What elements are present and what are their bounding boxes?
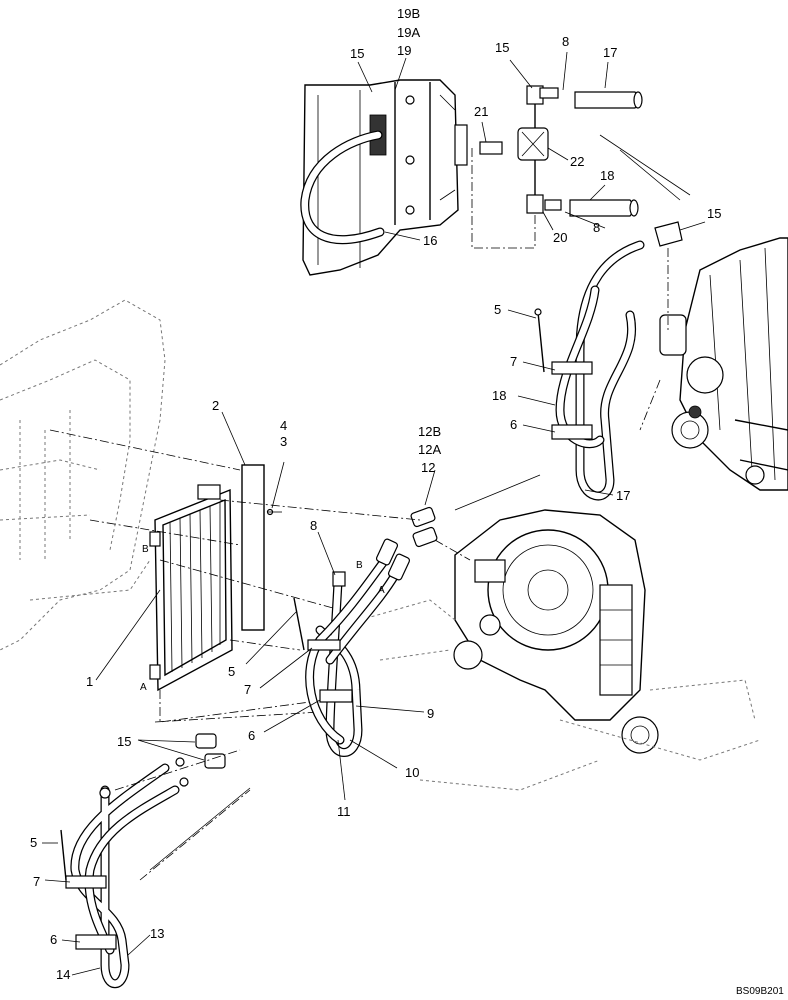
callout-15-top-left: 15	[350, 46, 364, 61]
callout-20: 20	[553, 230, 567, 245]
callout-12b: 12B	[418, 424, 441, 439]
callout-7-center: 7	[244, 682, 251, 697]
callout-17-top: 17	[603, 45, 617, 60]
axle-assembly-right	[659, 237, 788, 491]
callout-15-right: 15	[707, 206, 721, 221]
port-marks: B A B A	[140, 544, 385, 693]
callout-19: 19	[397, 43, 411, 58]
callout-labels: 19B 19A 19 15 15 8 17 21 22 18 15 20 8 1…	[30, 6, 721, 982]
callout-13: 13	[150, 926, 164, 941]
callout-5-right: 5	[494, 302, 501, 317]
callout-6-center: 6	[248, 728, 255, 743]
connection-lines	[49, 429, 421, 723]
callout-10: 10	[405, 765, 419, 780]
port-mark-a-hose: A	[378, 585, 385, 596]
callout-16: 16	[423, 233, 437, 248]
callout-8-top: 8	[562, 34, 569, 49]
callout-4: 4	[280, 418, 287, 433]
callout-15-top-mid: 15	[495, 40, 509, 55]
figure-reference: BS09B201	[736, 986, 784, 997]
hose-18-top	[569, 199, 639, 217]
hose-17-top	[574, 91, 643, 109]
chassis-frame	[0, 299, 166, 651]
callout-5-center: 5	[228, 664, 235, 679]
callout-9: 9	[427, 706, 434, 721]
callout-11: 11	[337, 804, 351, 819]
port-mark-a-cooler: A	[140, 682, 147, 693]
callout-6-right: 6	[510, 417, 517, 432]
callout-18-top: 18	[600, 168, 614, 183]
callout-19b: 19B	[397, 6, 420, 21]
callout-18-right: 18	[492, 388, 506, 403]
hose-pair-center	[293, 538, 411, 757]
callout-21: 21	[474, 104, 488, 119]
callout-7-right: 7	[510, 354, 517, 369]
transmission-housing	[300, 79, 468, 276]
callout-22: 22	[570, 154, 584, 169]
callout-12: 12	[421, 460, 435, 475]
callout-6-bottom: 6	[50, 932, 57, 947]
callout-2: 2	[212, 398, 219, 413]
callout-12a: 12A	[418, 442, 441, 457]
callout-1: 1	[86, 674, 93, 689]
callout-7-bottom: 7	[33, 874, 40, 889]
oil-cooler	[149, 484, 233, 692]
bracket-2	[241, 464, 265, 631]
callout-5-bottom: 5	[30, 835, 37, 850]
port-mark-b-hose: B	[356, 560, 363, 571]
callout-8-mid: 8	[593, 220, 600, 235]
callout-8-center: 8	[310, 518, 317, 533]
callout-3: 3	[280, 434, 287, 449]
transmission-center	[359, 509, 761, 791]
port-mark-b-cooler: B	[142, 544, 149, 555]
leader-lines	[42, 51, 706, 976]
callout-17-right: 17	[616, 488, 630, 503]
callout-14: 14	[56, 967, 70, 982]
callout-15-bottom: 15	[117, 734, 131, 749]
hose-18-right-assembly	[534, 221, 683, 501]
fitting-cluster-top	[471, 85, 562, 249]
hose-pair-bottom	[60, 733, 251, 989]
callout-19a: 19A	[397, 25, 420, 40]
fittings-12	[410, 506, 471, 561]
